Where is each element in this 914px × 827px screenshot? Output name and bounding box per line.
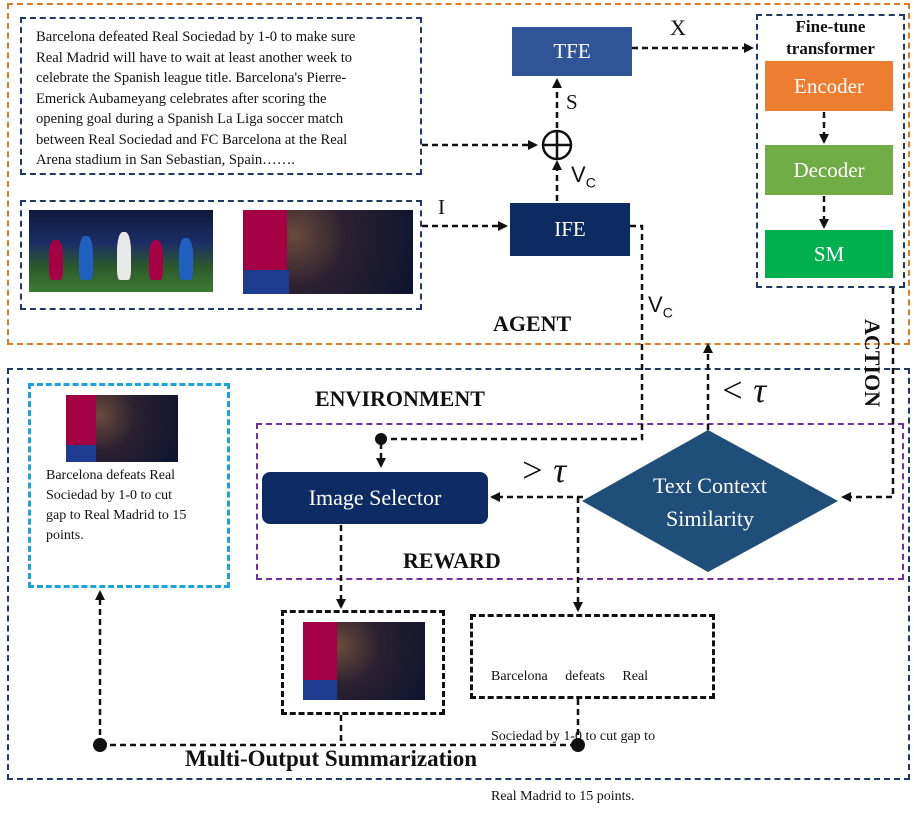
article-line: Arena stadium in San Sebastian, Spain……. bbox=[36, 152, 296, 168]
environment-region bbox=[7, 368, 910, 780]
fine-tune-title-line2: transformer bbox=[786, 39, 875, 58]
article-line: Barcelona defeated Real Sociedad by 1-0 … bbox=[36, 29, 356, 45]
agent-region bbox=[7, 3, 910, 345]
summary-line: Sociedad by 1-0 to cut bbox=[46, 488, 172, 503]
selected-text-line: Barcelona defeats Real bbox=[491, 669, 649, 684]
action-label: ACTION bbox=[860, 318, 885, 407]
fine-tune-transformer-box bbox=[756, 14, 905, 288]
diagram-connectors bbox=[93, 43, 895, 752]
s-label: S bbox=[566, 90, 578, 114]
vc-sub: C bbox=[585, 174, 596, 191]
tfe-block: TFE bbox=[512, 27, 632, 76]
fine-tune-title-line1: Fine-tune bbox=[795, 17, 866, 36]
less-tau-label: < τ bbox=[720, 370, 767, 410]
article-line: between Real Sociedad and FC Barcelona a… bbox=[36, 131, 348, 148]
agent-label: AGENT bbox=[493, 311, 572, 336]
article-line: Real Madrid will have to wait at least a… bbox=[36, 49, 353, 66]
tfe-label: TFE bbox=[553, 39, 591, 63]
summary-line: gap to Real Madrid to 15 bbox=[46, 508, 187, 523]
summary-photo bbox=[66, 395, 178, 462]
match-photo-2 bbox=[243, 210, 413, 294]
reward-region bbox=[256, 423, 904, 580]
summary-line: points. bbox=[46, 528, 84, 543]
x-label: X bbox=[670, 15, 686, 40]
selected-text-box bbox=[470, 614, 715, 699]
sm-label: SM bbox=[813, 241, 845, 266]
reward-label: REWARD bbox=[403, 548, 501, 573]
fine-tune-title: Fine-tune transformer bbox=[758, 16, 903, 60]
vc-sub: C bbox=[662, 304, 673, 321]
similarity-line1: Text Context bbox=[653, 473, 767, 498]
selected-image bbox=[303, 622, 425, 700]
selected-image-box bbox=[281, 610, 445, 715]
encoder-label: Encoder bbox=[794, 73, 864, 98]
article-text-box: Barcelona defeated Real Sociedad by 1-0 … bbox=[20, 17, 422, 175]
vc-main: V bbox=[571, 162, 586, 187]
article-line: Emerick Aubameyang celebrates after scor… bbox=[36, 90, 327, 107]
selected-text-line: Real Madrid to 15 points. bbox=[491, 789, 635, 804]
match-photo-1 bbox=[29, 210, 213, 292]
decoder-label: Decoder bbox=[793, 157, 865, 182]
summary-line: Barcelona defeats Real bbox=[46, 468, 176, 483]
image-selector-block: Image Selector bbox=[262, 472, 488, 524]
ife-label: IFE bbox=[554, 217, 586, 241]
environment-label: ENVIRONMENT bbox=[315, 386, 485, 411]
article-line: opening goal during a Spanish La Liga so… bbox=[36, 111, 344, 127]
decoder-block: Decoder bbox=[765, 145, 893, 195]
ife-block: IFE bbox=[510, 203, 630, 256]
summary-text: Barcelona defeats Real Sociedad by 1-0 t… bbox=[46, 466, 211, 546]
vc-main: V bbox=[648, 292, 663, 317]
greater-tau-label: > τ bbox=[520, 450, 567, 490]
multi-output-summarization-label: Multi-Output Summarization bbox=[185, 746, 477, 771]
i-label: I bbox=[438, 195, 445, 219]
vc-label-top: VC bbox=[571, 162, 596, 190]
sm-block: SM bbox=[765, 230, 893, 278]
text-context-similarity-label: Text Context Similarity bbox=[610, 469, 810, 535]
vc-label-right: VC bbox=[648, 292, 673, 320]
similarity-line2: Similarity bbox=[666, 506, 754, 531]
encoder-block: Encoder bbox=[765, 61, 893, 111]
article-line: celebrate the Spanish league title. Barc… bbox=[36, 70, 347, 86]
input-images-box bbox=[20, 200, 422, 310]
summary-output-box bbox=[28, 383, 230, 588]
image-selector-label: Image Selector bbox=[308, 485, 442, 510]
